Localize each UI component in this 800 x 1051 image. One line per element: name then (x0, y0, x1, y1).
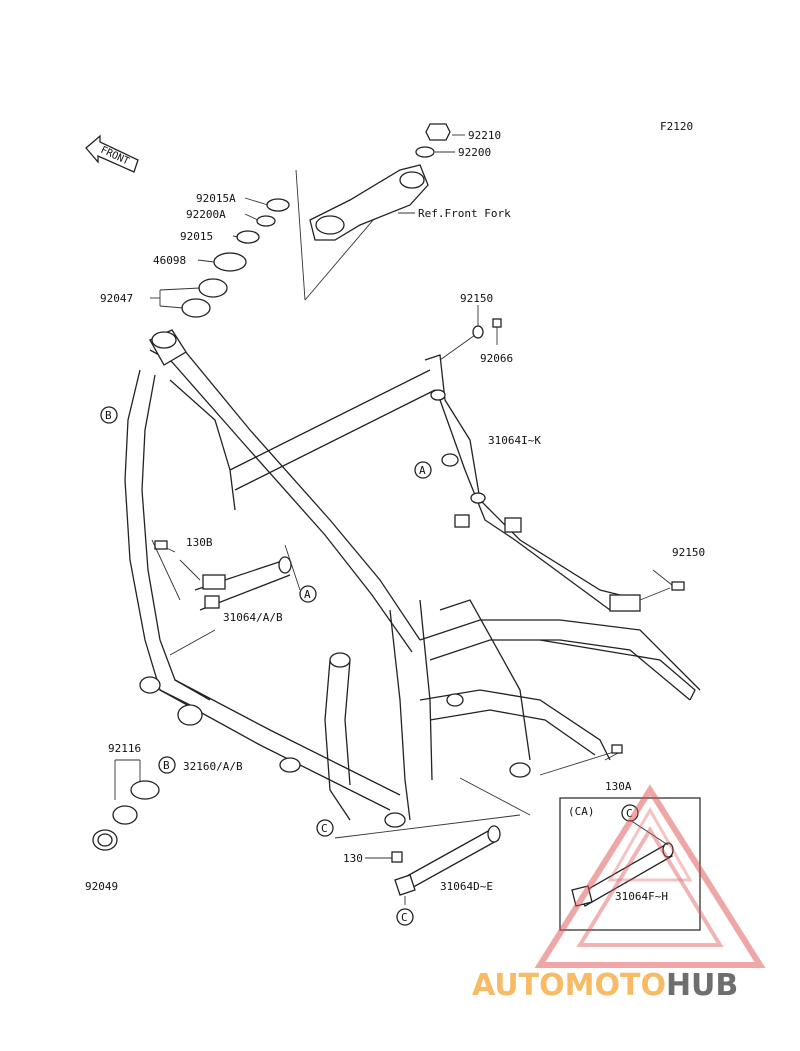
main-frame (124, 329, 701, 828)
label-32160AB: 32160/A/B (183, 760, 243, 773)
label-31064FH: 31064F~H (615, 890, 668, 903)
watermark-triangle-icon (534, 784, 766, 968)
svg-text:B: B (163, 759, 170, 772)
steering-stack (181, 123, 451, 318)
nut-92210 (425, 123, 451, 141)
tube-31064AB (151, 539, 301, 656)
nut-92015A (266, 198, 290, 212)
label-92047: 92047 (100, 292, 133, 305)
label-92049: 92049 (85, 880, 118, 893)
label-92015: 92015 (180, 230, 213, 243)
front-arrow-icon: FRONT (85, 134, 139, 173)
washer-92200A (256, 215, 276, 227)
callout-a-left: A (299, 585, 317, 603)
label-46098: 46098 (153, 254, 186, 267)
label-92150-right: 92150 (672, 546, 705, 559)
callout-b-bottom: B (158, 756, 176, 774)
bearing-lower (181, 298, 211, 318)
leader-lines (114, 134, 673, 859)
label-92116: 92116 (108, 742, 141, 755)
bearing-upper (198, 278, 228, 298)
tube-31064DE (334, 777, 531, 905)
label-92210: 92210 (468, 129, 501, 142)
callout-a-right: A (414, 461, 432, 479)
svg-text:A: A (304, 588, 311, 601)
seal-46098 (213, 252, 247, 272)
callout-c-bottom: C (396, 908, 414, 926)
svg-text:A: A (419, 464, 426, 477)
svg-text:C: C (626, 807, 633, 820)
washer-92200 (415, 146, 435, 158)
tube-31064IK (229, 318, 685, 612)
label-ref-front-fork: Ref.Front Fork (418, 207, 511, 220)
callout-b-top: B (100, 406, 118, 424)
label-130A: 130A (605, 780, 632, 793)
label-92200: 92200 (458, 146, 491, 159)
label-31064AB: 31064/A/B (223, 611, 283, 624)
label-31064IK: 31064I~K (488, 434, 541, 447)
lower-bearing-parts (92, 780, 160, 851)
inset-label: (CA) (568, 805, 595, 818)
label-92066: 92066 (480, 352, 513, 365)
bolt-130A (539, 744, 623, 776)
label-31064DE: 31064D~E (440, 880, 493, 893)
label-92150-top: 92150 (460, 292, 493, 305)
part-labels: 92210 92200 92015A 92200A 92015 46098 92… (85, 129, 705, 903)
callout-c-left: C (316, 819, 334, 837)
figure-code: F2120 (660, 120, 693, 133)
label-92015A: 92015A (196, 192, 236, 205)
label-130: 130 (343, 852, 363, 865)
label-92200A: 92200A (186, 208, 226, 221)
svg-text:B: B (105, 409, 112, 422)
watermark-text: AUTOMOTOHUB (472, 968, 738, 1003)
watermark: AUTOMOTOHUB (472, 784, 766, 1003)
nut-92015 (236, 230, 260, 244)
label-130B: 130B (186, 536, 213, 549)
svg-text:C: C (401, 911, 408, 924)
svg-text:C: C (321, 822, 328, 835)
